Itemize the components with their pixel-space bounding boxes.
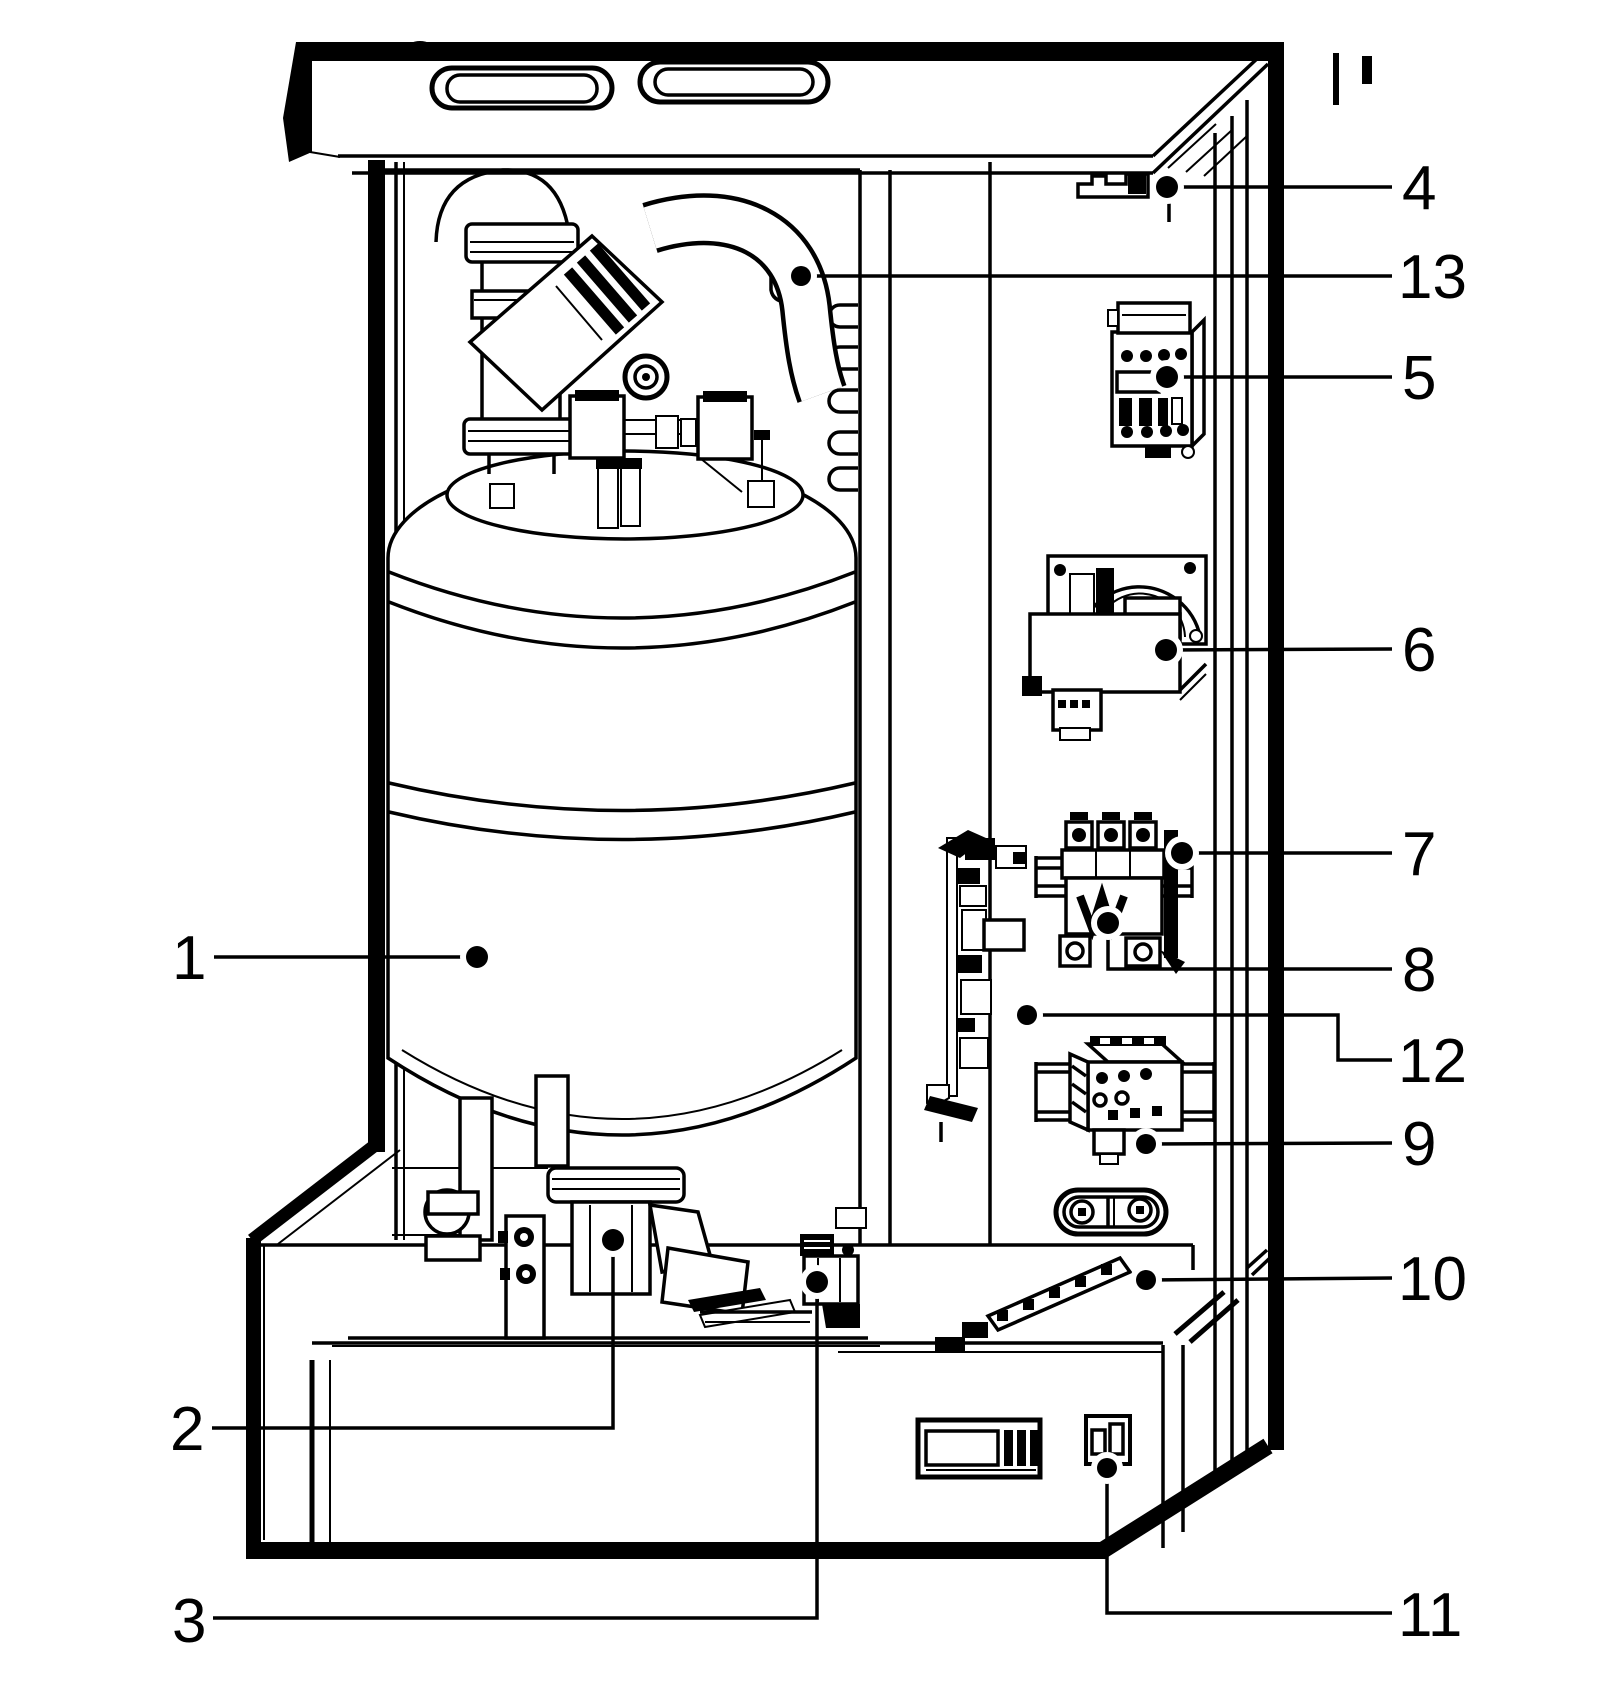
terminal-block	[1034, 1036, 1216, 1165]
transformer	[1022, 554, 1208, 741]
cabinet-enclosure	[246, 41, 1372, 1560]
right-wall-outer-edge	[1268, 42, 1284, 1450]
callout-labels: 1 2 3 4 5 6 7 8 9 10 11 12 13	[170, 154, 1467, 1656]
control-pcb	[924, 830, 1027, 1142]
leader-9	[1145, 1141, 1393, 1146]
callout-label-11: 11	[1398, 1581, 1462, 1650]
callout-label-1: 1	[172, 924, 206, 993]
callout-label-10: 10	[1398, 1245, 1467, 1314]
callout-label-2: 2	[170, 1395, 204, 1464]
callout-label-7: 7	[1402, 820, 1436, 889]
base-plinth	[252, 1243, 1273, 1548]
callout-leaders	[212, 170, 1393, 1620]
ground-terminal-strip	[935, 1255, 1133, 1351]
callout-label-9: 9	[1402, 1110, 1436, 1179]
leader-11	[1105, 1468, 1392, 1615]
slider-opening	[915, 1417, 1043, 1480]
leader-3	[213, 1282, 819, 1620]
corrugated-hose	[467, 233, 665, 413]
pipe-arch	[434, 168, 572, 243]
cable-clamp-oval	[1053, 1187, 1169, 1237]
base-front-panel	[915, 1414, 1132, 1480]
contactor	[1034, 812, 1194, 974]
leader-12	[1027, 1013, 1392, 1062]
cover-knockout-left	[429, 65, 615, 111]
callout-label-6: 6	[1402, 616, 1436, 685]
leader-6	[1165, 647, 1393, 652]
callout-label-8: 8	[1402, 936, 1436, 1005]
callout-label-13: 13	[1398, 243, 1467, 312]
callout-label-4: 4	[1402, 154, 1436, 223]
storage-tank	[386, 430, 858, 1137]
motor-protection-breaker	[1107, 301, 1206, 459]
left-wall	[368, 160, 385, 1152]
callout-label-5: 5	[1402, 344, 1436, 413]
top-cover-edge	[296, 42, 1284, 61]
callout-label-3: 3	[172, 1587, 206, 1656]
pressure-gauge	[622, 353, 670, 401]
mount-tab-2	[1362, 56, 1372, 84]
callout-label-12: 12	[1398, 1027, 1467, 1096]
callout-dots	[460, 170, 1199, 1484]
cover-screw	[398, 41, 434, 57]
top-cover-left-corner	[283, 42, 312, 162]
pump-assembly	[392, 1074, 867, 1340]
mount-tab-1	[1333, 53, 1339, 105]
tank-top-junction-boxes	[568, 390, 754, 493]
leader-10	[1145, 1276, 1393, 1282]
cover-knockout-right	[637, 59, 831, 105]
leader-2	[212, 1240, 615, 1430]
tank-top-fixtures	[489, 430, 775, 529]
